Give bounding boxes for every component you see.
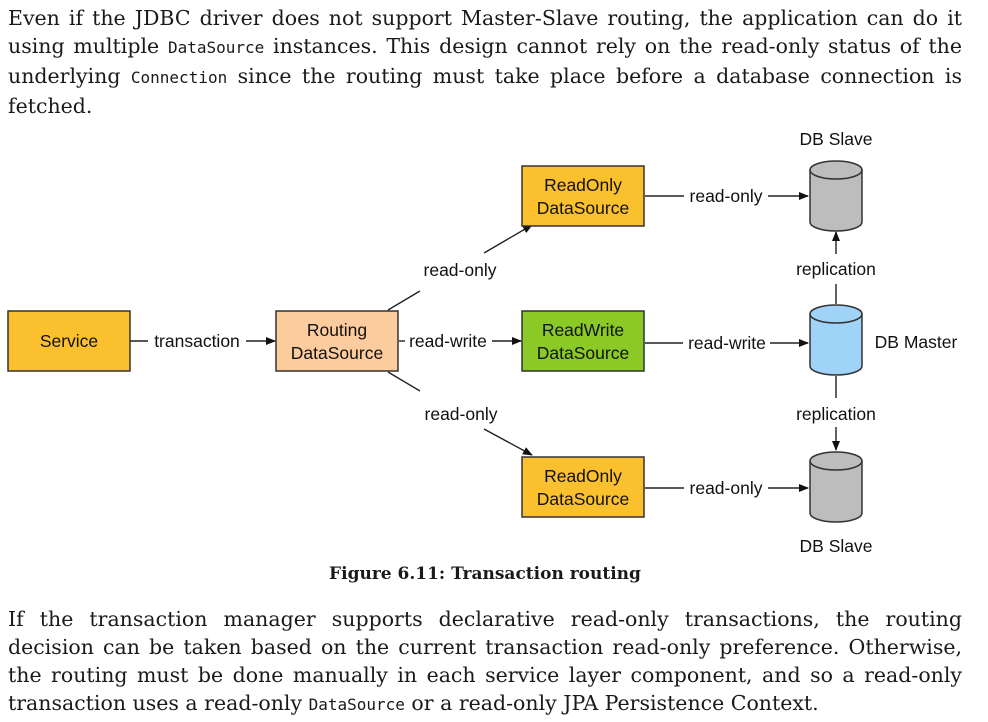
label-transaction: transaction [154,331,240,351]
label-read-write-master: read-write [688,333,766,353]
readwrite-datasource-box [521,310,645,372]
readonly-datasource-top-box [521,165,645,227]
db-master-cylinder [809,304,863,376]
readonly-bottom-label-2: DataSource [537,489,629,509]
intro-text-3: since the routing must take place before… [8,64,962,118]
readonly-datasource-bottom-box [521,456,645,518]
db-slave-bottom-cylinder [809,451,863,523]
service-label: Service [40,331,98,351]
label-read-only-bottom: read-only [690,478,763,498]
intro-paragraph: Even if the JDBC driver does not support… [8,4,962,120]
line-routing-ro-bottom [387,371,421,392]
closing-paragraph: If the transaction manager supports decl… [8,605,962,719]
label-replication-top: replication [796,259,876,279]
label-db-slave-bottom: DB Slave [800,536,873,556]
line-routing-ro-top [387,290,421,311]
figure-caption: Figure 6.11: Transaction routing [329,564,641,584]
label-db-master: DB Master [875,332,958,352]
label-db-slave-top: DB Slave [800,129,873,149]
transaction-routing-diagram: Service Routing DataSource ReadOnly Data… [7,129,958,556]
intro-text-2: instances. This design cannot rely on th… [8,34,962,88]
closing-text-2: or a read-only JPA Persistence Context. [404,691,819,715]
intro-code-datasource: DataSource [167,38,265,57]
label-routing-read-write: read-write [409,331,487,351]
label-read-only-top: read-only [690,186,763,206]
readwrite-label-1: ReadWrite [542,320,624,340]
intro-code-connection: Connection [130,68,228,87]
label-routing-read-only-top: read-only [424,260,497,280]
routing-datasource-box [275,310,399,372]
closing-text-1: If the transaction manager supports decl… [8,607,962,715]
service-box [7,310,131,372]
readonly-bottom-label-1: ReadOnly [544,466,622,486]
arrow-to-readonly-bottom [483,428,533,456]
intro-text-1: Even if the JDBC driver does not support… [8,6,962,58]
readwrite-label-2: DataSource [537,343,629,363]
connectors [130,192,840,492]
routing-label-2: DataSource [291,343,383,363]
arrow-to-readonly-top [483,224,533,254]
label-routing-read-only-bottom: read-only [425,404,498,424]
readonly-top-label-1: ReadOnly [544,175,622,195]
readonly-top-label-2: DataSource [537,198,629,218]
label-replication-bottom: replication [796,404,876,424]
routing-label-1: Routing [307,320,367,340]
closing-code-datasource: DataSource [308,695,405,714]
db-slave-top-cylinder [809,160,863,232]
